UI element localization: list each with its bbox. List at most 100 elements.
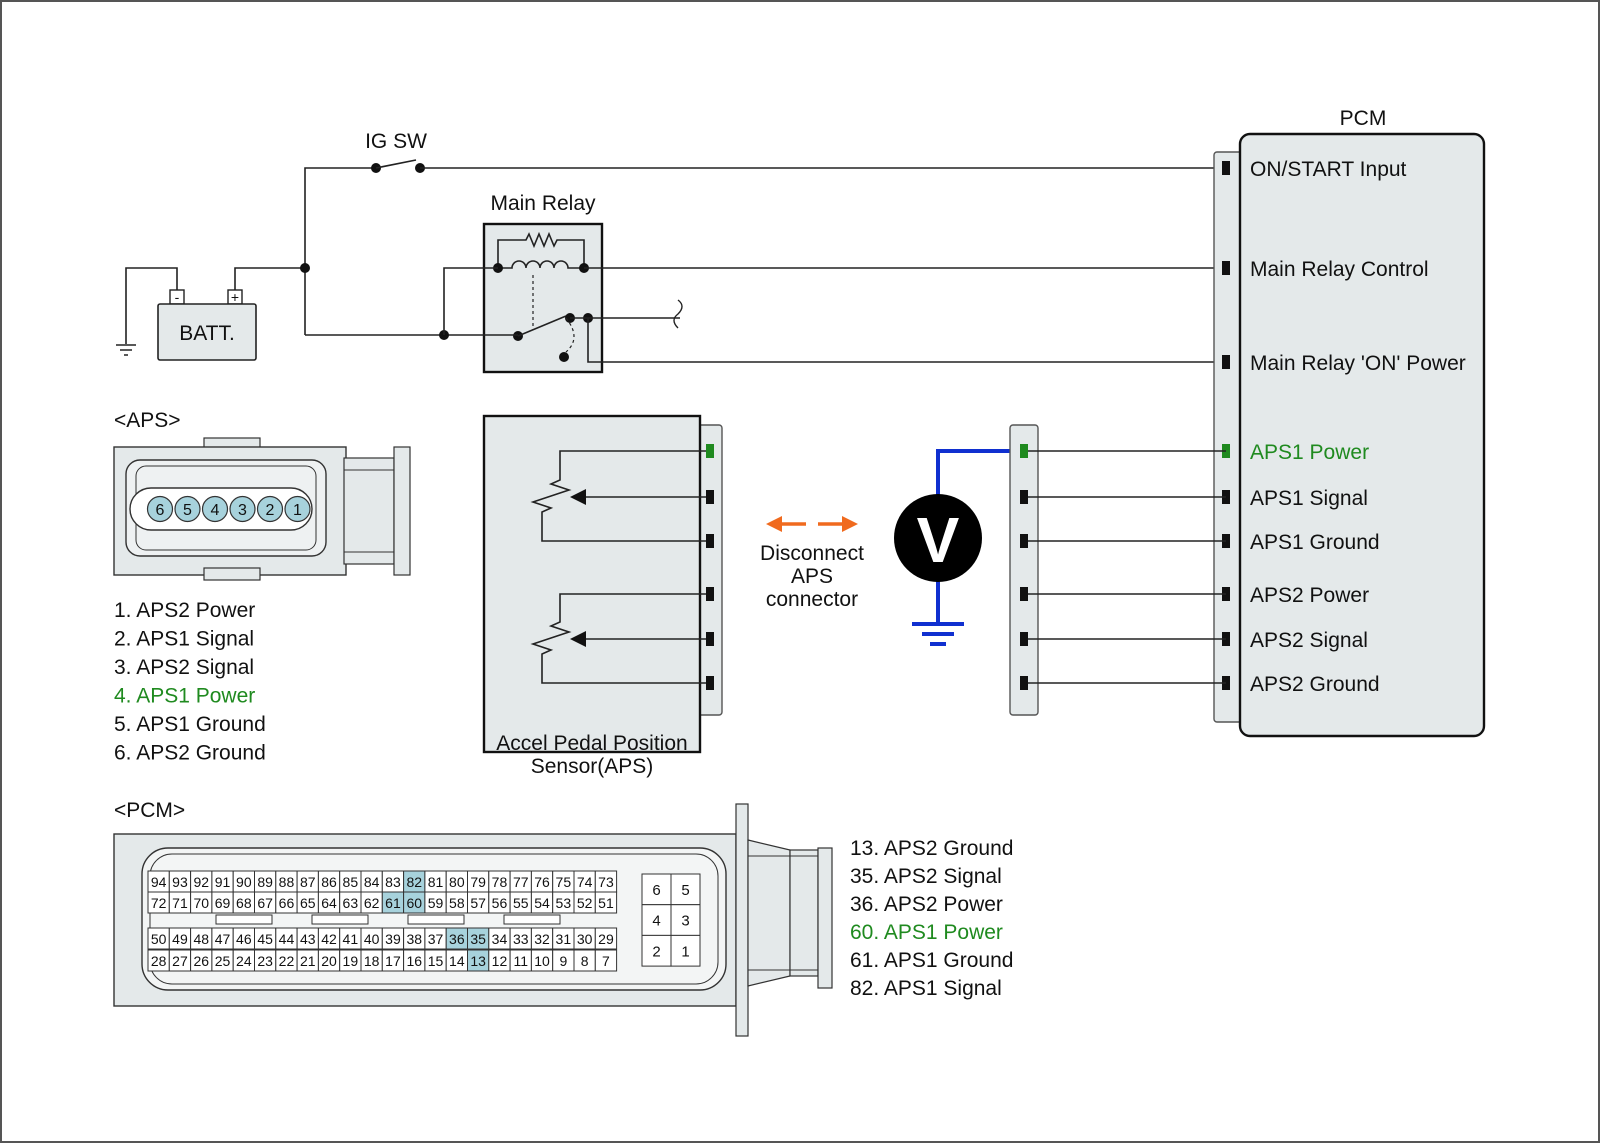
pcm-terminal-label: APS2 Signal [1250, 629, 1368, 652]
aps-connector-pin [229, 495, 256, 523]
harness-pin [1020, 490, 1028, 504]
aps-pin-list-item: 2. APS1 Signal [114, 628, 254, 651]
aps-connector-pin [201, 495, 229, 523]
pcm-connector-pin-number: 34 [492, 931, 508, 947]
pcm-connector-pin-number: 67 [257, 895, 273, 911]
pcm-connector-pin-number: 54 [534, 895, 550, 911]
aps-sensor-pin [706, 490, 714, 504]
pcm-connector-pin-number: 52 [577, 895, 593, 911]
pcm-connector-pin-number: 45 [257, 931, 273, 947]
aps-sensor-pin [706, 444, 714, 458]
relay-switch-blade [517, 315, 567, 337]
aps-connector-pin-number: 1 [293, 502, 302, 519]
pcm-connector-pin-number: 68 [236, 895, 252, 911]
pcm-connector-pin-number: 25 [215, 953, 231, 969]
aps-sensor-pin [706, 676, 714, 690]
pcm-connector-pin-number: 80 [449, 874, 465, 890]
ig-sw-blade [375, 159, 417, 169]
pcm-connector-pin-number: 81 [428, 874, 444, 890]
pcm-connector-pin-number: 42 [321, 931, 337, 947]
harness-pin [1020, 632, 1028, 646]
relay-power-wire [587, 318, 1226, 363]
aps-sensor-label-line2: Sensor(APS) [531, 755, 654, 778]
aps1-wiper-arrow [570, 489, 586, 505]
pcm-connector-pin-number: 89 [257, 874, 273, 890]
pcm-connector-pin-number: 10 [534, 953, 550, 969]
battery-body [157, 303, 257, 361]
pcm-pin-list-item: 13. APS2 Ground [850, 837, 1013, 860]
pcm-small-block-cell [641, 873, 672, 906]
pcm-connector-pin-number: 38 [406, 931, 422, 947]
pcm-connector-pin-number: 60 [406, 895, 422, 911]
main-relay-label: Main Relay [490, 192, 596, 215]
pcm-connector-pin-number: 53 [556, 895, 572, 911]
battery: - + BATT. [157, 289, 257, 361]
pcm-small-block-cell [641, 934, 672, 967]
pcm-terminal-label: ON/START Input [1250, 158, 1407, 181]
pcm-connector-pin-number: 31 [556, 931, 572, 947]
pcm-terminal-label: APS1 Power [1250, 441, 1369, 464]
pcm-connector-pin-number: 91 [215, 874, 231, 890]
pcm-connector-pin-number: 63 [343, 895, 359, 911]
aps-connector-pin-number: 5 [183, 502, 192, 519]
harness-wire-group [1020, 444, 1226, 690]
pcm-pin-list-item: 61. APS1 Ground [850, 949, 1013, 972]
pcm-connector-pin-number: 9 [559, 953, 567, 969]
aps-connector-pin [146, 495, 174, 523]
aps-connector-pin [256, 495, 284, 523]
relay-coil-feed-wire [443, 267, 498, 335]
aps-sensor-pin [706, 587, 714, 601]
pcm-terminal-label: Main Relay Control [1250, 258, 1429, 281]
pcm-small-block-cell [670, 873, 701, 906]
pcm-connector-pin-number: 15 [428, 953, 444, 969]
pcm-connector-pin-number: 72 [151, 895, 167, 911]
pcm-connector-pin-number: 16 [406, 953, 422, 969]
main-relay-box [482, 222, 604, 374]
ig-feed-wire [304, 167, 376, 335]
pcm-connector-pin-number: 18 [364, 953, 380, 969]
disconnect-label-line3: connector [766, 588, 858, 611]
aps-sensor-pin [706, 534, 714, 548]
disconnect-arrows [766, 516, 858, 532]
pcm-connector-pin-number: 82 [406, 874, 422, 890]
pcm-connector-pin-number: 66 [279, 895, 295, 911]
pcm-connector-pin-number: 75 [556, 874, 572, 890]
pcm-connector-pin-number: 55 [513, 895, 529, 911]
pcm-connector-pin-number: 46 [236, 931, 252, 947]
aps2-wiper-arrow [570, 631, 586, 647]
pcm-connector-pin-number: 41 [343, 931, 359, 947]
pcm-connector-pin-number: 19 [343, 953, 359, 969]
pcm-pin-list-item: 36. APS2 Power [850, 893, 1003, 916]
pcm-connector-view [113, 803, 833, 1037]
relay-resistor [497, 231, 585, 268]
aps-sensor-pin-group [706, 444, 714, 690]
voltmeter-ground-symbol [912, 622, 964, 646]
pcm-box [1238, 132, 1486, 738]
harness-pin [1020, 444, 1028, 458]
battery-positive-wire [234, 267, 305, 290]
aps-pin-list-item: 1. APS2 Power [114, 599, 255, 622]
pcm-connector-pin-number: 78 [492, 874, 508, 890]
pcm-connector-pin-number: 30 [577, 931, 593, 947]
battery-minus-sign: - [175, 289, 180, 305]
pcm-terminal-pin [1222, 161, 1230, 175]
pcm-connector-pin-number: 74 [577, 874, 593, 890]
aps-sensor-box [482, 414, 702, 754]
pcm-connector-pin-number: 20 [321, 953, 337, 969]
pcm-connector-pin-number: 77 [513, 874, 529, 890]
pcm-connector-pin-number: 73 [598, 874, 614, 890]
pcm-connector-pin-number: 50 [151, 931, 167, 947]
battery-ground-symbol [116, 344, 136, 356]
pcm-terminal-pin [1222, 355, 1230, 369]
pcm-connector-pin-number: 17 [385, 953, 401, 969]
aps-connector-pin [284, 495, 311, 523]
pcm-terminal-label: APS1 Signal [1250, 487, 1368, 510]
pcm-connector-pin-number: 57 [470, 895, 486, 911]
pcm-connector-pin-number: 69 [215, 895, 231, 911]
pcm-small-block-number: 6 [652, 882, 660, 899]
pcm-terminal-pin [1222, 261, 1230, 275]
